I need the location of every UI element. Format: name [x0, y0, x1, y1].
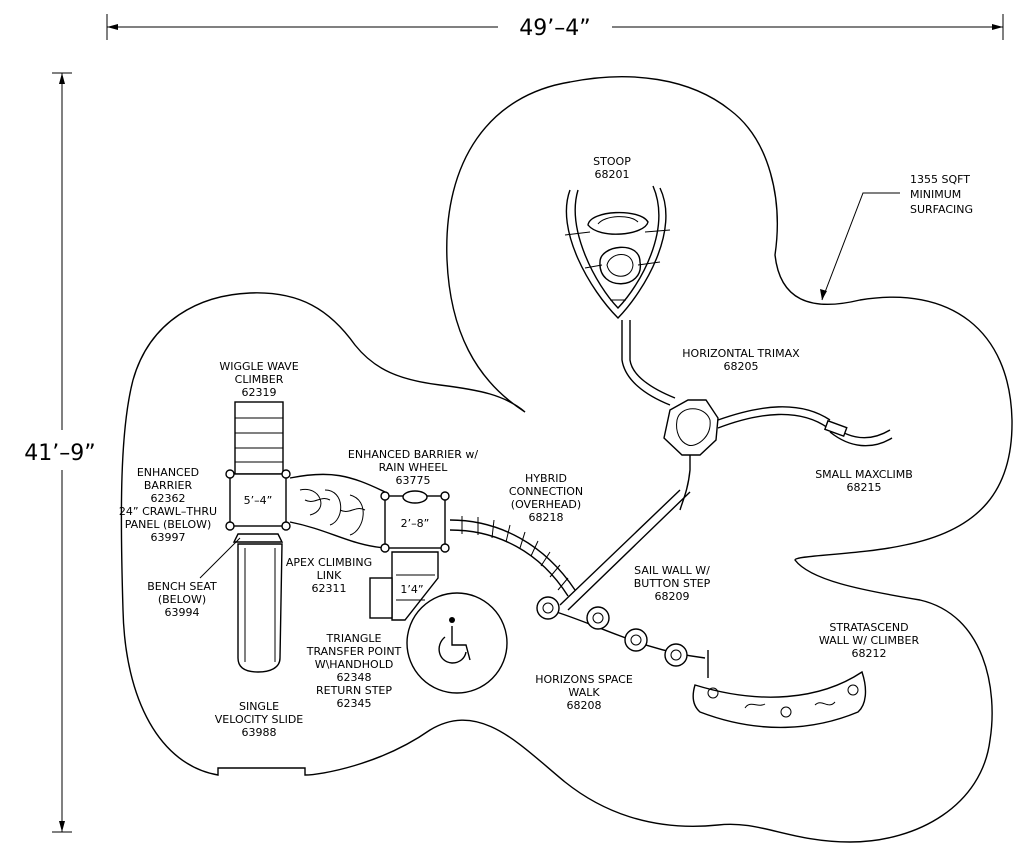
bench-seat-equipment [232, 533, 284, 543]
width-dimension: 49’–4” [106, 14, 1004, 41]
label-hybrid-line-3: (OVERHEAD) [511, 498, 581, 511]
label-slide-line-1: SINGLE [239, 700, 279, 713]
label-horizons-walk: HORIZONS SPACE WALK 68208 [535, 673, 633, 712]
label-crawl-line-2: BARRIER [144, 479, 193, 492]
label-trimax-code: 68205 [724, 360, 759, 373]
surfacing-note-line-3: SURFACING [910, 203, 973, 216]
deck-5ft4: 5’–4” [225, 469, 291, 531]
label-transfer-line-5: RETURN STEP [316, 684, 392, 697]
label-rain-line-1: ENHANCED BARRIER w/ [348, 448, 478, 461]
horizons-space-walk-equipment [536, 596, 709, 678]
label-stoop-code: 68201 [595, 168, 630, 181]
height-dimension: 41’–9” [24, 72, 96, 833]
surfacing-note-line-1: 1355 SQFT [910, 173, 970, 186]
label-slide-line-3: 63988 [242, 726, 277, 739]
single-velocity-slide-equipment [237, 543, 283, 673]
label-wiggle-wave: WIGGLE WAVE CLIMBER 62319 [219, 360, 298, 399]
label-small-maxclimb: SMALL MAXCLIMB 68215 [815, 468, 913, 494]
bench-seat-leader [199, 537, 241, 579]
wiggle-wave-climber-equipment [234, 401, 284, 475]
hybrid-connection-equipment [449, 489, 691, 611]
label-stoop: STOOP 68201 [593, 155, 631, 181]
label-crawl-line-3: 62362 [151, 492, 186, 505]
label-rain-line-2: RAIN WHEEL [379, 461, 449, 474]
label-apex-line-1: APEX CLIMBING [286, 556, 372, 569]
wheelchair-accessibility-icon [438, 617, 471, 664]
label-stratascend: STRATASCEND WALL W/ CLIMBER 68212 [819, 621, 920, 660]
label-sail-line-2: BUTTON STEP [634, 577, 711, 590]
label-strat-line-2: WALL W/ CLIMBER [819, 634, 920, 647]
deck-2ft8: 2’–8” [380, 490, 450, 553]
label-strat-line-3: 68212 [852, 647, 887, 660]
label-crawl-line-6: 63997 [151, 531, 186, 544]
label-hybrid-connection: HYBRID CONNECTION (OVERHEAD) 68218 [509, 472, 583, 524]
label-apex-line-2: LINK [317, 569, 343, 582]
label-maxclimb-code: 68215 [847, 481, 882, 494]
label-transfer-line-6: 62345 [337, 697, 372, 710]
surfacing-note: 1355 SQFT MINIMUM SURFACING [910, 173, 973, 216]
label-slide-line-2: VELOCITY SLIDE [215, 713, 304, 726]
label-bench-line-1: BENCH SEAT [147, 580, 217, 593]
label-crawl-line-1: ENHANCED [137, 466, 199, 479]
surfacing-note-line-2: MINIMUM [910, 188, 961, 201]
label-hybrid-line-1: HYBRID [525, 472, 567, 485]
label-trimax-name: HORIZONTAL TRIMAX [682, 347, 800, 360]
horizontal-trimax-equipment [621, 320, 831, 511]
label-horizons-line-1: HORIZONS SPACE [535, 673, 633, 686]
width-dimension-label: 49’–4” [519, 16, 590, 41]
label-wiggle-line-3: 62319 [242, 386, 277, 399]
label-horizontal-trimax: HORIZONTAL TRIMAX 68205 [682, 347, 800, 373]
surfacing-leader [820, 192, 900, 301]
label-horizons-line-3: 68208 [567, 699, 602, 712]
surfacing-boundary [120, 76, 1013, 843]
label-sail-wall: SAIL WALL W/ BUTTON STEP 68209 [634, 564, 711, 603]
deck-2ft8-height: 2’–8” [401, 517, 430, 530]
label-bench-seat: BENCH SEAT (BELOW) 63994 [147, 580, 217, 619]
label-sail-line-1: SAIL WALL W/ [634, 564, 710, 577]
label-strat-line-1: STRATASCEND [829, 621, 908, 634]
label-crawl-line-5: PANEL (BELOW) [125, 518, 212, 531]
label-bench-line-2: (BELOW) [158, 593, 206, 606]
label-enhanced-barrier-crawl: ENHANCED BARRIER 62362 24” CRAWL–THRU PA… [119, 466, 217, 544]
apex-climbing-link-equipment [289, 473, 386, 549]
accessible-area [406, 592, 508, 694]
label-transfer-line-3: W\HANDHOLD [315, 658, 394, 671]
label-wiggle-line-1: WIGGLE WAVE [219, 360, 298, 373]
triangle-transfer-point-equipment: 1’4” [369, 551, 439, 621]
label-triangle-transfer: TRIANGLE TRANSFER POINT W\HANDHOLD 62348… [306, 632, 402, 710]
height-dimension-label: 41’–9” [24, 441, 95, 466]
label-enhanced-barrier-rain: ENHANCED BARRIER w/ RAIN WHEEL 63775 [348, 448, 478, 487]
label-maxclimb-name: SMALL MAXCLIMB [815, 468, 913, 481]
label-sail-line-3: 68209 [655, 590, 690, 603]
label-hybrid-line-4: 68218 [529, 511, 564, 524]
deck-5ft4-height: 5’–4” [244, 494, 273, 507]
label-stoop-name: STOOP [593, 155, 631, 168]
transfer-height: 1’4” [400, 583, 423, 596]
label-single-slide: SINGLE VELOCITY SLIDE 63988 [215, 700, 304, 739]
stoop-equipment [564, 185, 671, 319]
label-crawl-line-4: 24” CRAWL–THRU [119, 505, 217, 518]
label-apex-link: APEX CLIMBING LINK 62311 [286, 556, 372, 595]
label-transfer-line-4: 62348 [337, 671, 372, 684]
label-rain-line-3: 63775 [396, 474, 431, 487]
label-bench-line-3: 63994 [165, 606, 200, 619]
label-apex-line-3: 62311 [312, 582, 347, 595]
small-maxclimb-equipment [823, 419, 893, 447]
stratascend-wall-equipment [692, 670, 867, 729]
label-transfer-line-2: TRANSFER POINT [306, 645, 402, 658]
label-hybrid-line-2: CONNECTION [509, 485, 583, 498]
label-transfer-line-1: TRIANGLE [326, 632, 382, 645]
label-wiggle-line-2: CLIMBER [235, 373, 284, 386]
label-horizons-line-2: WALK [568, 686, 600, 699]
